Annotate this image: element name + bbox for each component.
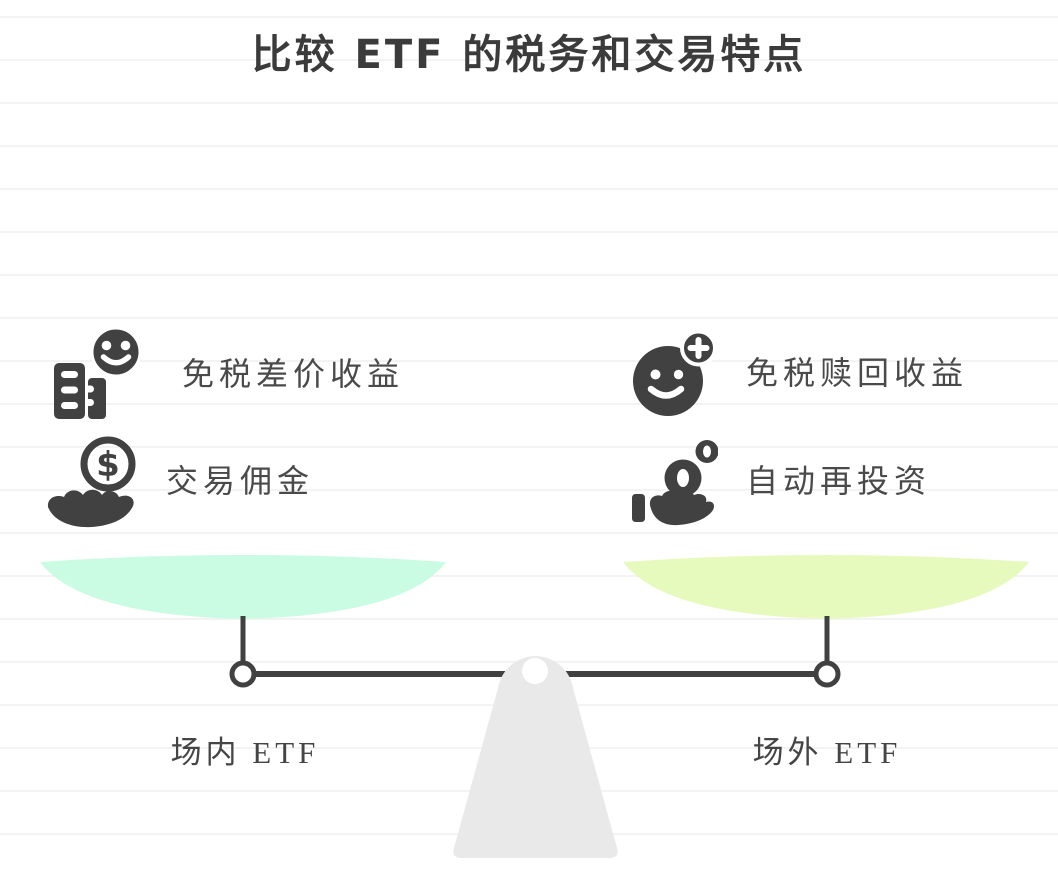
right-pan-label: 场外 ETF <box>752 735 902 770</box>
feature-tax-free-redemption: 免税赎回收益 <box>628 328 968 418</box>
feature-auto-reinvest: 自动再投资 <box>628 435 931 527</box>
left-pan-label: 场内 ETF <box>170 735 320 770</box>
fulcrum-hole <box>522 658 548 684</box>
feature-label: 自动再投资 <box>746 462 932 499</box>
feature-trading-commission: $ 交易佣金 <box>44 434 314 529</box>
balance-scale <box>40 555 1029 858</box>
dollar-sign: $ <box>96 445 120 485</box>
coins-hand-icon <box>632 440 718 526</box>
feature-label: 免税赎回收益 <box>746 354 969 391</box>
smiley-plus-icon <box>633 329 716 416</box>
feature-label: 交易佣金 <box>166 463 315 500</box>
dollar-coin-hand-icon: $ <box>47 436 136 528</box>
right-beam-ring <box>813 660 841 688</box>
fulcrum <box>453 656 618 858</box>
left-pan-bowl <box>40 555 446 619</box>
feature-tax-free-spread: 免税差价收益 <box>44 322 404 427</box>
page-title: 比较 ETF 的税务和交易特点 <box>251 32 807 78</box>
right-pan-bowl <box>623 555 1029 619</box>
building-smiley-icon <box>54 326 142 419</box>
feature-label: 免税差价收益 <box>182 356 405 393</box>
left-beam-ring <box>229 660 257 688</box>
